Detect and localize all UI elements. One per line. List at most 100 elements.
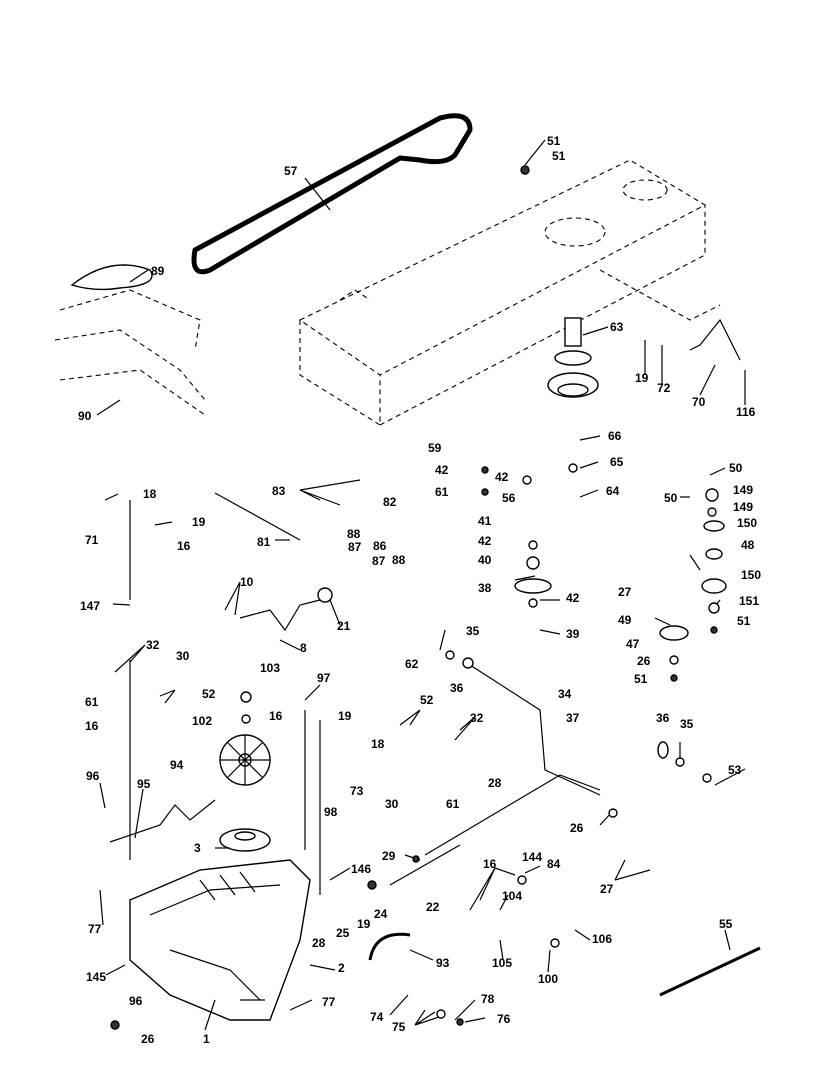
callout-2: 2: [338, 961, 345, 975]
callout-95: 95: [137, 777, 151, 791]
callout-150-b: 150: [741, 568, 761, 582]
callout-48: 48: [741, 538, 755, 552]
callout-30: 30: [176, 649, 190, 663]
leader-lines: [96, 139, 746, 1031]
callout-42: 42: [435, 463, 449, 477]
callout-55: 55: [719, 917, 733, 931]
callout-35: 35: [466, 624, 480, 638]
callout-52-b: 52: [420, 693, 434, 707]
callout-16-c: 16: [269, 709, 283, 723]
callout-76: 76: [497, 1012, 511, 1026]
transaxle-pulley-3: [219, 828, 271, 852]
callout-94: 94: [170, 758, 184, 772]
spring-55: [659, 946, 761, 997]
callout-35-b: 35: [680, 717, 694, 731]
callout-37: 37: [566, 711, 580, 725]
callout-78: 78: [481, 992, 495, 1006]
callout-21: 21: [337, 619, 351, 633]
callout-40: 40: [478, 553, 492, 567]
callout-88-b: 88: [392, 553, 406, 567]
callout-29: 29: [382, 849, 396, 863]
callout-61: 61: [435, 485, 449, 499]
callout-30-b: 30: [385, 797, 399, 811]
bracket-70: [689, 318, 741, 361]
callout-64: 64: [606, 484, 620, 498]
callout-19-d: 19: [357, 917, 371, 931]
callout-8: 8: [300, 641, 307, 655]
callout-27-b: 27: [600, 882, 614, 896]
callout-97: 97: [317, 671, 331, 685]
lever-knob-21: [317, 587, 333, 603]
callout-41: 41: [478, 514, 492, 528]
callout-96-b: 96: [129, 994, 143, 1008]
callout-10: 10: [240, 575, 254, 589]
callout-65: 65: [610, 455, 624, 469]
callout-147: 147: [80, 599, 100, 613]
callout-103: 103: [260, 661, 280, 675]
idler-pulley-63: [547, 317, 599, 398]
callout-16-b: 16: [85, 719, 99, 733]
callout-53: 53: [728, 763, 742, 777]
callout-149-b: 149: [733, 500, 753, 514]
callout-116: 116: [736, 405, 756, 419]
callout-51-c: 51: [737, 614, 751, 628]
callout-52: 52: [202, 687, 216, 701]
callout-72: 72: [657, 381, 671, 395]
callout-36: 36: [450, 681, 464, 695]
callout-16: 16: [177, 539, 191, 553]
callout-149: 149: [733, 483, 753, 497]
callout-49: 49: [618, 613, 632, 627]
callout-151: 151: [739, 594, 759, 608]
callout-24: 24: [374, 907, 388, 921]
callout-42-d: 42: [566, 591, 580, 605]
chassis-frame: [54, 159, 721, 426]
callout-26-c: 26: [141, 1032, 155, 1046]
callout-32-b: 32: [470, 711, 484, 725]
callout-144: 144: [522, 850, 542, 864]
transaxle-1: [129, 859, 311, 1021]
callout-84: 84: [547, 857, 561, 871]
callout-28-b: 28: [312, 936, 326, 950]
callout-70: 70: [692, 395, 706, 409]
callout-27: 27: [618, 585, 632, 599]
callout-88: 88: [347, 527, 361, 541]
callout-50-b: 50: [664, 491, 678, 505]
callout-3: 3: [194, 841, 201, 855]
callout-51-d: 51: [634, 672, 648, 686]
callout-71: 71: [85, 533, 99, 547]
callout-56: 56: [502, 491, 516, 505]
callout-96: 96: [86, 769, 100, 783]
callout-87-b: 87: [372, 554, 386, 568]
callout-73: 73: [350, 784, 364, 798]
callout-82: 82: [383, 495, 397, 509]
callout-19-b: 19: [192, 515, 206, 529]
callout-81: 81: [257, 535, 271, 549]
callout-75: 75: [392, 1020, 406, 1034]
callout-51: 51: [547, 134, 561, 148]
callout-89: 89: [151, 264, 165, 278]
callout-77-b: 77: [322, 995, 336, 1009]
callout-36-b: 36: [656, 711, 670, 725]
callout-26: 26: [637, 654, 651, 668]
rod-34: [469, 664, 601, 796]
callout-74: 74: [370, 1010, 384, 1024]
callout-26-b: 26: [570, 821, 584, 835]
callout-42-c: 42: [478, 534, 492, 548]
callout-104: 104: [502, 889, 522, 903]
callout-34: 34: [558, 687, 572, 701]
rod-28: [424, 774, 601, 856]
callout-19-c: 19: [338, 709, 352, 723]
callout-93: 93: [436, 956, 450, 970]
hardware-markers: [110, 165, 727, 1030]
cooling-fan-94: [219, 734, 271, 786]
callout-66: 66: [608, 429, 622, 443]
callout-18-b: 18: [371, 737, 385, 751]
callout-106: 106: [592, 932, 612, 946]
callout-77: 77: [88, 922, 102, 936]
callout-61-c: 61: [446, 797, 460, 811]
callout-50: 50: [729, 461, 743, 475]
brake-rod-95: [109, 799, 216, 843]
callout-87: 87: [348, 540, 362, 554]
seat-pan-89: [70, 264, 153, 291]
callout-22: 22: [426, 900, 440, 914]
